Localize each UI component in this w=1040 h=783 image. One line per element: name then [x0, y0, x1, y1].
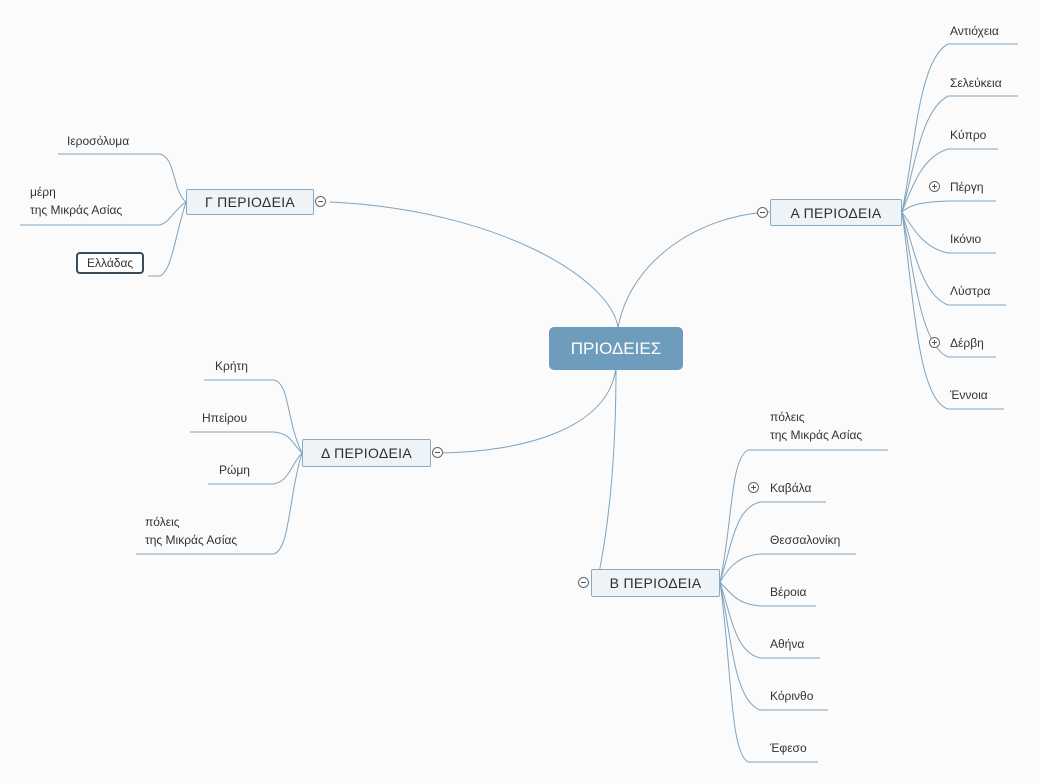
- collapse-a-icon[interactable]: [757, 207, 768, 218]
- collapse-d-icon[interactable]: [432, 447, 443, 458]
- leaf-korintho[interactable]: Κόρινθο: [770, 689, 814, 703]
- expand-kavala-icon[interactable]: [748, 482, 759, 493]
- leaf-poleis-mikras-asias-b[interactable]: πόλεις της Μικράς Ασίας: [770, 408, 862, 444]
- leaf-thessaloniki[interactable]: Θεσσαλονίκη: [770, 533, 841, 547]
- expand-pergi-icon[interactable]: [929, 181, 940, 192]
- collapse-c-icon[interactable]: [315, 196, 326, 207]
- leaf-meri-mikras-asias[interactable]: μέρη της Μικράς Ασίας: [30, 183, 122, 219]
- leaf-kavala[interactable]: Καβάλα: [770, 481, 812, 495]
- topic-b-periodeia[interactable]: Β ΠΕΡΙΟΔΕΙΑ: [591, 569, 720, 597]
- leaf-veroia[interactable]: Βέροια: [770, 585, 807, 599]
- leaf-efeso[interactable]: Έφεσο: [770, 741, 807, 755]
- leaf-poleis-mikras-asias-d[interactable]: πόλεις της Μικράς Ασίας: [145, 513, 237, 549]
- leaf-ellados[interactable]: Ελλάδας: [76, 252, 145, 274]
- leaf-ipeirou[interactable]: Ηπείρου: [202, 411, 248, 425]
- leaf-line: πόλεις: [770, 410, 805, 424]
- leaf-dervi[interactable]: Δέρβη: [950, 336, 984, 350]
- leaf-line: της Μικράς Ασίας: [30, 203, 123, 217]
- leaf-ikonio[interactable]: Ικόνιο: [950, 232, 982, 246]
- leaf-ierosolyma[interactable]: Ιεροσόλυμα: [67, 134, 130, 148]
- topic-d-periodeia[interactable]: Δ ΠΕΡΙΟΔΕΙΑ: [302, 439, 431, 467]
- topic-c-periodeia[interactable]: Γ ΠΕΡΙΟΔΕΙΑ: [186, 189, 314, 215]
- topic-a-periodeia[interactable]: Α ΠΕΡΙΟΔΕΙΑ: [770, 199, 902, 226]
- root-topic[interactable]: ΠΡΙΟΔΕΙΕΣ: [549, 327, 683, 370]
- expand-dervi-icon[interactable]: [929, 337, 940, 348]
- leaf-lystra[interactable]: Λύστρα: [950, 284, 991, 298]
- leaf-line: πόλεις: [145, 515, 180, 529]
- leaf-line: μέρη: [30, 185, 56, 199]
- leaf-athina[interactable]: Αθήνα: [770, 637, 805, 651]
- leaf-seleukeia[interactable]: Σελεύκεια: [950, 76, 1002, 90]
- leaf-line: της Μικράς Ασίας: [770, 428, 863, 442]
- leaf-line: της Μικράς Ασίας: [145, 533, 238, 547]
- leaf-kypro[interactable]: Κύπρο: [950, 128, 987, 142]
- leaf-ennoia[interactable]: Έννοια: [950, 388, 988, 402]
- leaf-pergi[interactable]: Πέργη: [950, 180, 984, 194]
- collapse-b-icon[interactable]: [578, 577, 589, 588]
- leaf-antiocheia[interactable]: Αντιόχεια: [950, 24, 999, 38]
- leaf-romi[interactable]: Ρώμη: [219, 463, 250, 477]
- leaf-kriti[interactable]: Κρήτη: [215, 359, 248, 373]
